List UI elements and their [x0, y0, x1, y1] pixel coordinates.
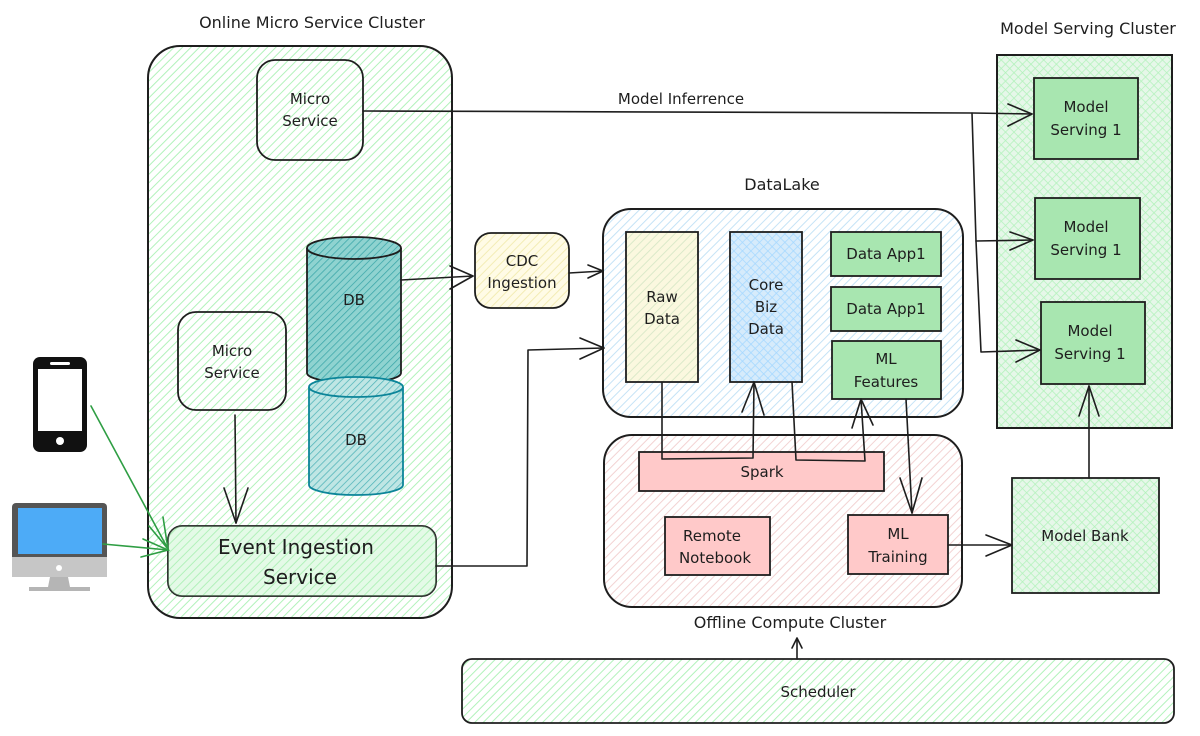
arrowhead-model-serving-3 [1015, 339, 1041, 363]
db-1-label: DB [343, 291, 365, 309]
remote-notebook-label-1: Remote [683, 527, 741, 545]
arrowhead-datalake-event [579, 337, 605, 360]
model-serving-1-node[interactable]: Model Serving 1 [1033, 77, 1139, 160]
edge-desktop-to-event [102, 543, 169, 551]
data-app-1-node[interactable]: Data App1 [830, 231, 942, 277]
cdc-ingestion-node[interactable]: CDC Ingestion [474, 232, 570, 309]
spark-label: Spark [740, 463, 783, 481]
raw-data-label-2: Data [644, 310, 680, 328]
ml-features-label-2: Features [854, 373, 919, 391]
arrowhead-model-bank [985, 534, 1013, 557]
model-serving-1-label-1: Model [1063, 98, 1108, 116]
arrowhead-model-serving-bank [1078, 385, 1100, 417]
model-inference-label: Model Inferrence [618, 90, 744, 108]
edge-phone-to-event [90, 405, 169, 550]
micro-service-bottom-node[interactable]: Micro Service [177, 311, 287, 411]
mobile-phone-icon [33, 357, 87, 452]
raw-data-node[interactable]: Raw Data [625, 231, 699, 383]
micro-service-bottom-label-1: Micro [212, 342, 252, 360]
spark-node[interactable]: Spark [638, 451, 885, 492]
core-biz-data-label-3: Data [748, 320, 784, 338]
arrowhead-offline [791, 637, 803, 649]
edge-model-inference-3 [975, 240, 1041, 353]
arrowhead-ml-features [851, 398, 874, 429]
arrowhead-model-serving-1 [1007, 103, 1033, 127]
scheduler-label: Scheduler [780, 683, 856, 701]
edge-cdc-to-datalake [568, 270, 604, 274]
model-bank-label: Model Bank [1041, 527, 1129, 545]
ml-features-node[interactable]: ML Features [831, 340, 942, 400]
arrowhead-model-serving-2 [1009, 231, 1034, 251]
edge-raw-spark-core [661, 381, 755, 460]
online-cluster-title: Online Micro Service Cluster [199, 13, 425, 32]
model-serving-2-label-1: Model [1063, 218, 1108, 236]
data-app-2-node[interactable]: Data App1 [830, 286, 942, 332]
arrowhead-core-biz [741, 381, 765, 416]
data-app-2-label: Data App1 [846, 300, 925, 318]
ml-features-label-1: ML [875, 350, 897, 368]
arrowhead-ml-training [899, 477, 923, 514]
arrowhead-phone [148, 516, 170, 552]
cdc-ingestion-label-2: Ingestion [487, 274, 556, 292]
edge-core-spark-features [791, 381, 866, 462]
db-2-label: DB [345, 431, 367, 449]
raw-data-label-1: Raw [646, 288, 678, 306]
edge-model-inference-main [362, 110, 1033, 115]
arrowhead-event-ingestion [223, 487, 249, 524]
model-serving-2-label-2: Serving 1 [1050, 241, 1121, 259]
db-2-cylinder[interactable]: DB [308, 376, 404, 496]
micro-service-top-label-1: Micro [290, 90, 330, 108]
core-biz-data-node[interactable]: Core Biz Data [729, 231, 803, 383]
core-biz-data-label-2: Biz [755, 298, 777, 316]
desktop-monitor-icon [12, 503, 107, 591]
arrowhead-cdc [449, 265, 474, 290]
ml-training-node[interactable]: ML Training [847, 514, 949, 575]
model-serving-cluster-title: Model Serving Cluster [1000, 19, 1176, 38]
scheduler-node[interactable]: Scheduler [461, 658, 1175, 724]
edge-features-to-training [905, 398, 913, 514]
micro-service-top-node[interactable]: Micro Service [256, 59, 364, 161]
model-serving-2-node[interactable]: Model Serving 1 [1034, 197, 1141, 280]
edge-db-to-cdc [400, 275, 474, 281]
event-ingestion-service-node[interactable]: Event Ingestion Service [167, 525, 437, 597]
remote-notebook-label-2: Notebook [679, 549, 751, 567]
event-ingestion-label-1: Event Ingestion [218, 535, 374, 559]
db-1-cylinder[interactable]: DB [306, 236, 402, 384]
remote-notebook-node[interactable]: Remote Notebook [664, 516, 771, 576]
model-serving-1-label-2: Serving 1 [1050, 121, 1121, 139]
arrowhead-datalake-cdc [587, 264, 604, 279]
arrowhead-desktop [140, 538, 171, 558]
offline-cluster-title: Offline Compute Cluster [694, 613, 887, 632]
micro-service-bottom-label-2: Service [204, 364, 259, 382]
ml-training-label-2: Training [867, 548, 927, 566]
edge-micro-to-event [234, 414, 237, 524]
datalake-title: DataLake [744, 175, 819, 194]
micro-service-top-label-2: Service [282, 112, 337, 130]
model-serving-3-node[interactable]: Model Serving 1 [1040, 301, 1146, 385]
model-serving-3-label-1: Model [1067, 322, 1112, 340]
ml-training-label-1: ML [887, 525, 909, 543]
event-ingestion-label-2: Service [263, 565, 337, 589]
cdc-ingestion-label-1: CDC [506, 252, 539, 270]
model-bank-node[interactable]: Model Bank [1011, 477, 1160, 594]
data-app-1-label: Data App1 [846, 245, 925, 263]
edge-event-ingestion-to-datalake [435, 347, 605, 567]
core-biz-data-label-1: Core [749, 276, 784, 294]
model-serving-3-label-2: Serving 1 [1054, 345, 1125, 363]
